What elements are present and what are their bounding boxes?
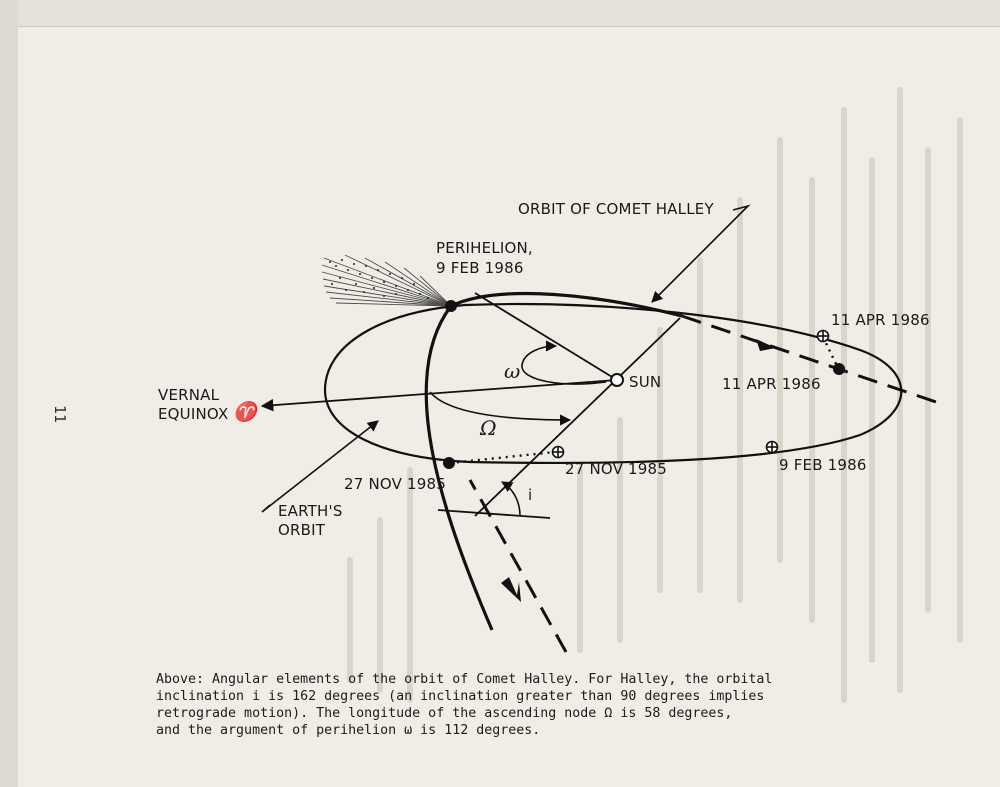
comet-orbit-solid [424,291,683,631]
earth-position-apr [816,329,830,343]
comet-apr-date: 11 APR 1986 [722,375,821,393]
vernal-label: VERNAL [158,386,220,404]
earth-position-nov [551,445,565,459]
node-symbol: Ω [479,416,497,440]
sun-symbol [610,373,624,387]
inclination-symbol: i [528,486,532,504]
node-angle-arc [429,391,572,426]
page-top-edge [0,0,1000,27]
earth-position-feb [765,440,779,454]
earth-feb-date: 9 FEB 1986 [779,456,867,474]
figure-caption: Above: Angular elements of the orbit of … [156,671,916,739]
comet-tail-stipple [329,259,429,299]
earth-nov-date: 27 NOV 1985 [565,460,667,478]
inclination-reference-line [437,509,551,519]
omega-symbol: ω [504,359,520,383]
inclination-angle-arc [501,481,521,517]
perihelion-label: PERIHELION, [436,239,533,257]
caption-line: retrograde motion). The longitude of the… [156,706,733,721]
comet-orbit-dashed-end [681,314,946,407]
page-left-edge [0,0,18,787]
sun-label: SUN [629,373,661,391]
comet-motion-arrow-incoming [501,577,521,602]
perihelion-point [445,300,457,312]
comet-orbit-leader [651,204,751,303]
earth-orbit-label-line2: ORBIT [278,521,326,539]
vernal-equinox-line [260,379,618,412]
earth-apr-date: 11 APR 1986 [831,311,930,329]
comet-position-nov [443,457,455,469]
perihelion-date-label: 9 FEB 1986 [436,259,524,277]
earth-orbit-ellipse [323,302,903,465]
earth-orbit-label: EARTH'S [278,502,343,520]
omega-angle-arc [521,340,607,385]
comet-position-apr [833,363,845,375]
equinox-label: EQUINOX [158,405,228,423]
perihelion-sun-line [474,292,618,381]
comet-orbit-dashed-start [468,479,568,653]
comet-tail [321,254,452,307]
apr-comet-earth-dotted [821,336,840,369]
comet-nov-date: 27 NOV 1985 [344,475,446,493]
comet-motion-arrow-outgoing [756,339,776,351]
caption-line: inclination i is 162 degrees (an inclina… [156,689,765,704]
comet-orbit-label: ORBIT OF COMET HALLEY [518,200,714,218]
earth-orbit-leader [261,420,379,513]
aries-symbol: ♈ [233,400,260,423]
caption-line: Above: Angular elements of the orbit of … [156,672,773,687]
caption-line: and the argument of perihelion ω is 112 … [156,723,541,738]
